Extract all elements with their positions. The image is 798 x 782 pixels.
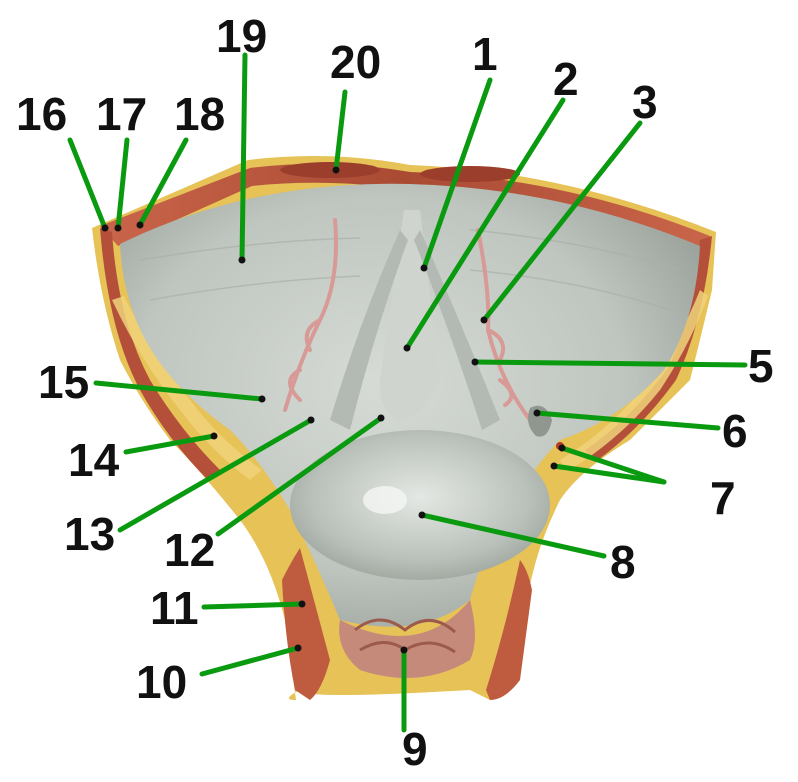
leader-12 [215,415,384,537]
leader-3 [481,120,643,323]
callout-11: 11 [150,582,199,634]
callout-18: 18 [174,88,225,140]
leader-13 [117,417,314,533]
leader-5 [472,359,748,368]
dot-14 [210,432,218,440]
dot-11 [298,600,306,608]
leader-lines [67,52,748,733]
leader-20 [333,89,348,173]
leader-dots [101,166,566,654]
leader-6 [534,410,721,431]
right-wall-muscle [585,236,712,462]
dot-1 [420,264,428,272]
medial-umbilical-fold-left [330,230,408,430]
leader-17 [115,137,130,231]
callout-1: 1 [472,28,498,80]
dot-15 [258,395,266,403]
callout-15: 15 [38,356,89,408]
rectus-sheath-right [420,166,520,182]
callout-6: 6 [722,405,748,457]
dot-18 [136,221,144,229]
leader-14 [123,433,217,455]
right-rectus-lower [486,560,532,700]
left-pelvic-bone [112,296,262,480]
leader-18 [137,137,189,228]
callout-12: 12 [164,524,215,576]
leader-16 [67,137,108,231]
leader-7b [551,463,667,485]
dot-17 [114,224,122,232]
dot-2 [403,344,411,352]
leader-2 [404,97,566,351]
dot-8 [418,511,426,519]
pelvic-floor-region [339,600,475,678]
dot-20 [332,166,340,174]
leader-11 [201,601,305,610]
callout-10: 10 [136,656,187,708]
dot-6 [533,409,541,417]
callout-7: 7 [710,472,736,524]
dot-3 [480,316,488,324]
dot-9 [400,646,408,654]
dot-16 [101,224,109,232]
leader-15 [93,380,265,402]
leader-7a [559,445,667,485]
leader-19 [239,52,248,263]
callout-20: 20 [330,36,381,88]
callout-3: 3 [632,76,658,128]
urinary-bladder [290,430,550,580]
callout-2: 2 [553,53,579,105]
callout-9: 9 [402,723,428,775]
dot-13 [307,416,315,424]
leader-1 [421,77,493,271]
peritoneal-surface [120,183,700,678]
dot-19 [238,256,246,264]
callout-16: 16 [16,88,67,140]
peritoneal-fold-lines [139,229,681,311]
inferior-epigastric-vessels-right [476,228,532,422]
callout-17: 17 [96,88,147,140]
callout-13: 13 [64,508,115,560]
dot-12 [377,414,385,422]
dot-5 [471,358,479,366]
callout-19: 19 [216,10,267,62]
dot-7b [550,462,558,470]
callout-14: 14 [68,434,120,486]
rectus-sheath-left [280,162,380,178]
callout-8: 8 [610,536,636,588]
medial-umbilical-fold-right [414,230,500,430]
dot-10 [294,644,302,652]
callout-numbers: 1 2 3 5 6 7 8 9 10 11 12 13 14 15 16 17 … [16,10,774,775]
callout-5: 5 [748,340,774,392]
bladder-highlight [363,486,407,514]
left-wall-muscle [100,228,220,480]
leader-10 [199,645,301,677]
inferior-epigastric-vessels-left [283,218,338,412]
left-rectus-lower [282,548,330,700]
dot-7a [558,444,566,452]
leader-8 [419,512,607,559]
